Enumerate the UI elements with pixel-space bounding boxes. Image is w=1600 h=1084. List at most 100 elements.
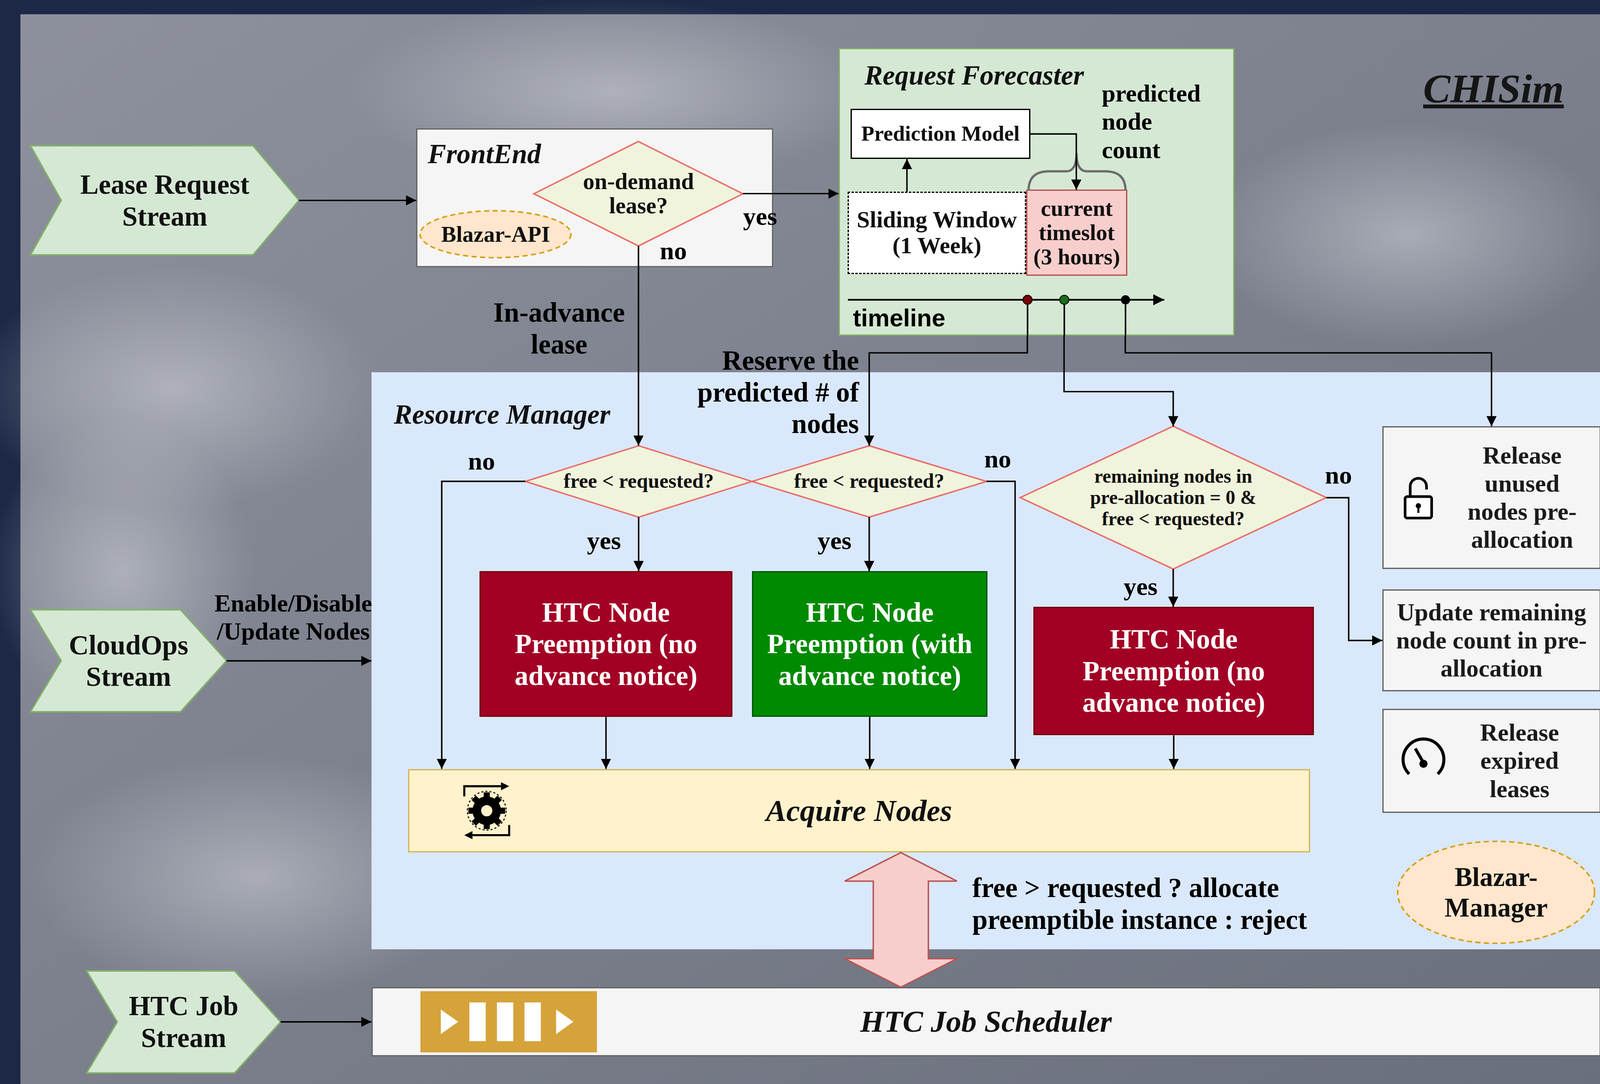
timeline-stub xyxy=(1063,300,1066,337)
gear-hole xyxy=(481,805,493,817)
edge-label: no xyxy=(1324,460,1352,491)
decision-diamond: free < requested? xyxy=(751,445,987,518)
stream-chevron: Lease Request Stream xyxy=(30,145,299,256)
node-label: Release unused nodes pre-allocation xyxy=(1463,441,1581,555)
preemption-box: HTC Node Preemption (no advance notice) xyxy=(1033,607,1314,736)
connector-arrow xyxy=(638,517,640,572)
lock-shackle xyxy=(1410,478,1427,499)
queue-frame xyxy=(420,991,597,1053)
cloud xyxy=(0,418,256,725)
gear-ring xyxy=(467,791,506,831)
edge-label: yes xyxy=(817,526,852,556)
connector-arrow xyxy=(1030,133,1077,190)
node-label: HTC Job Stream xyxy=(112,990,256,1054)
annotation-label: In-advance lease xyxy=(479,296,639,361)
scheduler-bar: HTC Job Scheduler xyxy=(371,987,1600,1057)
connector-arrow xyxy=(1326,497,1383,641)
gear-tooth xyxy=(483,792,490,799)
node-label: remaining nodes in pre-allocation = 0 & … xyxy=(1089,465,1258,530)
diagram-title: CHISim xyxy=(1423,65,1564,113)
stream-chevron: HTC Job Stream xyxy=(86,971,281,1074)
node-label: Blazar-API xyxy=(441,221,551,248)
queue-slot xyxy=(496,1002,514,1042)
connector-arrow xyxy=(280,1021,372,1023)
edge-label: no xyxy=(468,446,495,476)
gear-tooth xyxy=(471,795,480,805)
stream-chevron-shape xyxy=(86,971,281,1074)
preemption-box: HTC Node Preemption (no advance notice) xyxy=(479,571,733,718)
timeline-line xyxy=(848,299,1165,301)
node-label: HTC Node Preemption (no advance notice) xyxy=(1051,623,1297,719)
stream-chevron-shape xyxy=(30,145,299,256)
region-title: Resource Manager xyxy=(393,398,610,431)
node-label: on-demand lease? xyxy=(581,169,696,218)
acquire-bar: Acquire Nodes xyxy=(408,769,1311,854)
model-box: Prediction Model xyxy=(850,108,1030,159)
gear-tooth xyxy=(499,808,505,815)
decision-diamond-shape xyxy=(1020,426,1327,570)
edge-label: yes xyxy=(587,526,622,556)
edge-label: no xyxy=(659,236,687,266)
lock-keyhole xyxy=(1417,507,1420,514)
edge-label: Reserve the predicted # of nodes xyxy=(683,344,860,440)
node-label: HTC Node Preemption (with advance notice… xyxy=(760,596,980,693)
connector-arrow xyxy=(743,192,839,195)
queue-play xyxy=(440,1009,459,1035)
timeline-dot xyxy=(1023,295,1033,305)
gear-body xyxy=(472,796,501,826)
node-label: HTC Job Scheduler xyxy=(860,1004,1113,1040)
cloud xyxy=(1204,122,1600,347)
node-label: Lease Request Stream xyxy=(62,168,267,233)
connector-arrow xyxy=(906,158,908,192)
queue-play xyxy=(556,1009,574,1035)
timeslot-box: current timeslot (3 hours) xyxy=(1026,189,1128,276)
cycle-arrowhead xyxy=(501,782,510,791)
gear-tooth xyxy=(471,817,480,826)
queue-icon xyxy=(420,991,597,1053)
curly-brace xyxy=(1028,153,1126,191)
unlock-icon xyxy=(1405,478,1432,519)
stream-chevron: CloudOps Stream xyxy=(30,609,227,713)
gear-tooth xyxy=(468,808,475,815)
preemption-box: HTC Node Preemption (with advance notice… xyxy=(751,571,988,718)
action-box: Release expired leases xyxy=(1382,709,1600,814)
manager-ellipse-shape xyxy=(1397,841,1595,944)
connector-arrow xyxy=(605,717,607,769)
edge-label: free > requested ? allocate preemptible … xyxy=(972,872,1335,936)
decision-diamond-shape xyxy=(751,445,987,518)
region-title: FrontEnd xyxy=(427,138,542,171)
manager-ellipse: Blazar-Manager xyxy=(1397,841,1595,944)
frontend-box: FrontEnd on-demand lease? Blazar-API xyxy=(416,128,774,267)
stream-chevron-outline xyxy=(30,145,299,256)
edge-label: yes xyxy=(743,201,778,231)
node-label: free < requested? xyxy=(563,470,714,493)
action-box: Release unused nodes pre-allocation xyxy=(1382,426,1600,570)
connector-arrow xyxy=(869,335,1028,446)
edge-label: yes xyxy=(1123,572,1158,602)
region-title: Request Forecaster xyxy=(864,59,1084,92)
gauge-dial xyxy=(1403,739,1444,775)
node-label: Update remaining node count in pre-alloc… xyxy=(1389,598,1594,684)
connector-arrow xyxy=(637,246,639,446)
cycle-arrow xyxy=(464,786,501,797)
lock-body xyxy=(1405,496,1432,519)
connector-arrow xyxy=(298,199,417,202)
connector-arrow xyxy=(1172,569,1174,608)
gear-icon xyxy=(464,782,510,840)
edge-label: no xyxy=(984,444,1012,474)
lock-keyhole xyxy=(1415,503,1421,509)
gear-tooth xyxy=(493,817,502,826)
connector-arrow xyxy=(1172,735,1175,769)
gear-tooth xyxy=(493,795,502,805)
annotation-label: timeline xyxy=(852,303,946,332)
gauge-hub xyxy=(1419,760,1428,769)
gauge-needle xyxy=(1415,748,1424,764)
node-label: HTC Node Preemption (no advance notice) xyxy=(493,596,719,693)
node-label: Sliding Window (1 Week) xyxy=(852,207,1022,259)
annotation-label: predicted node count xyxy=(1101,79,1206,165)
timeline-dot xyxy=(1120,295,1131,305)
cycle-arrowhead xyxy=(464,831,473,840)
connector-arrow xyxy=(868,517,870,572)
node-label: Release expired leases xyxy=(1473,718,1566,804)
